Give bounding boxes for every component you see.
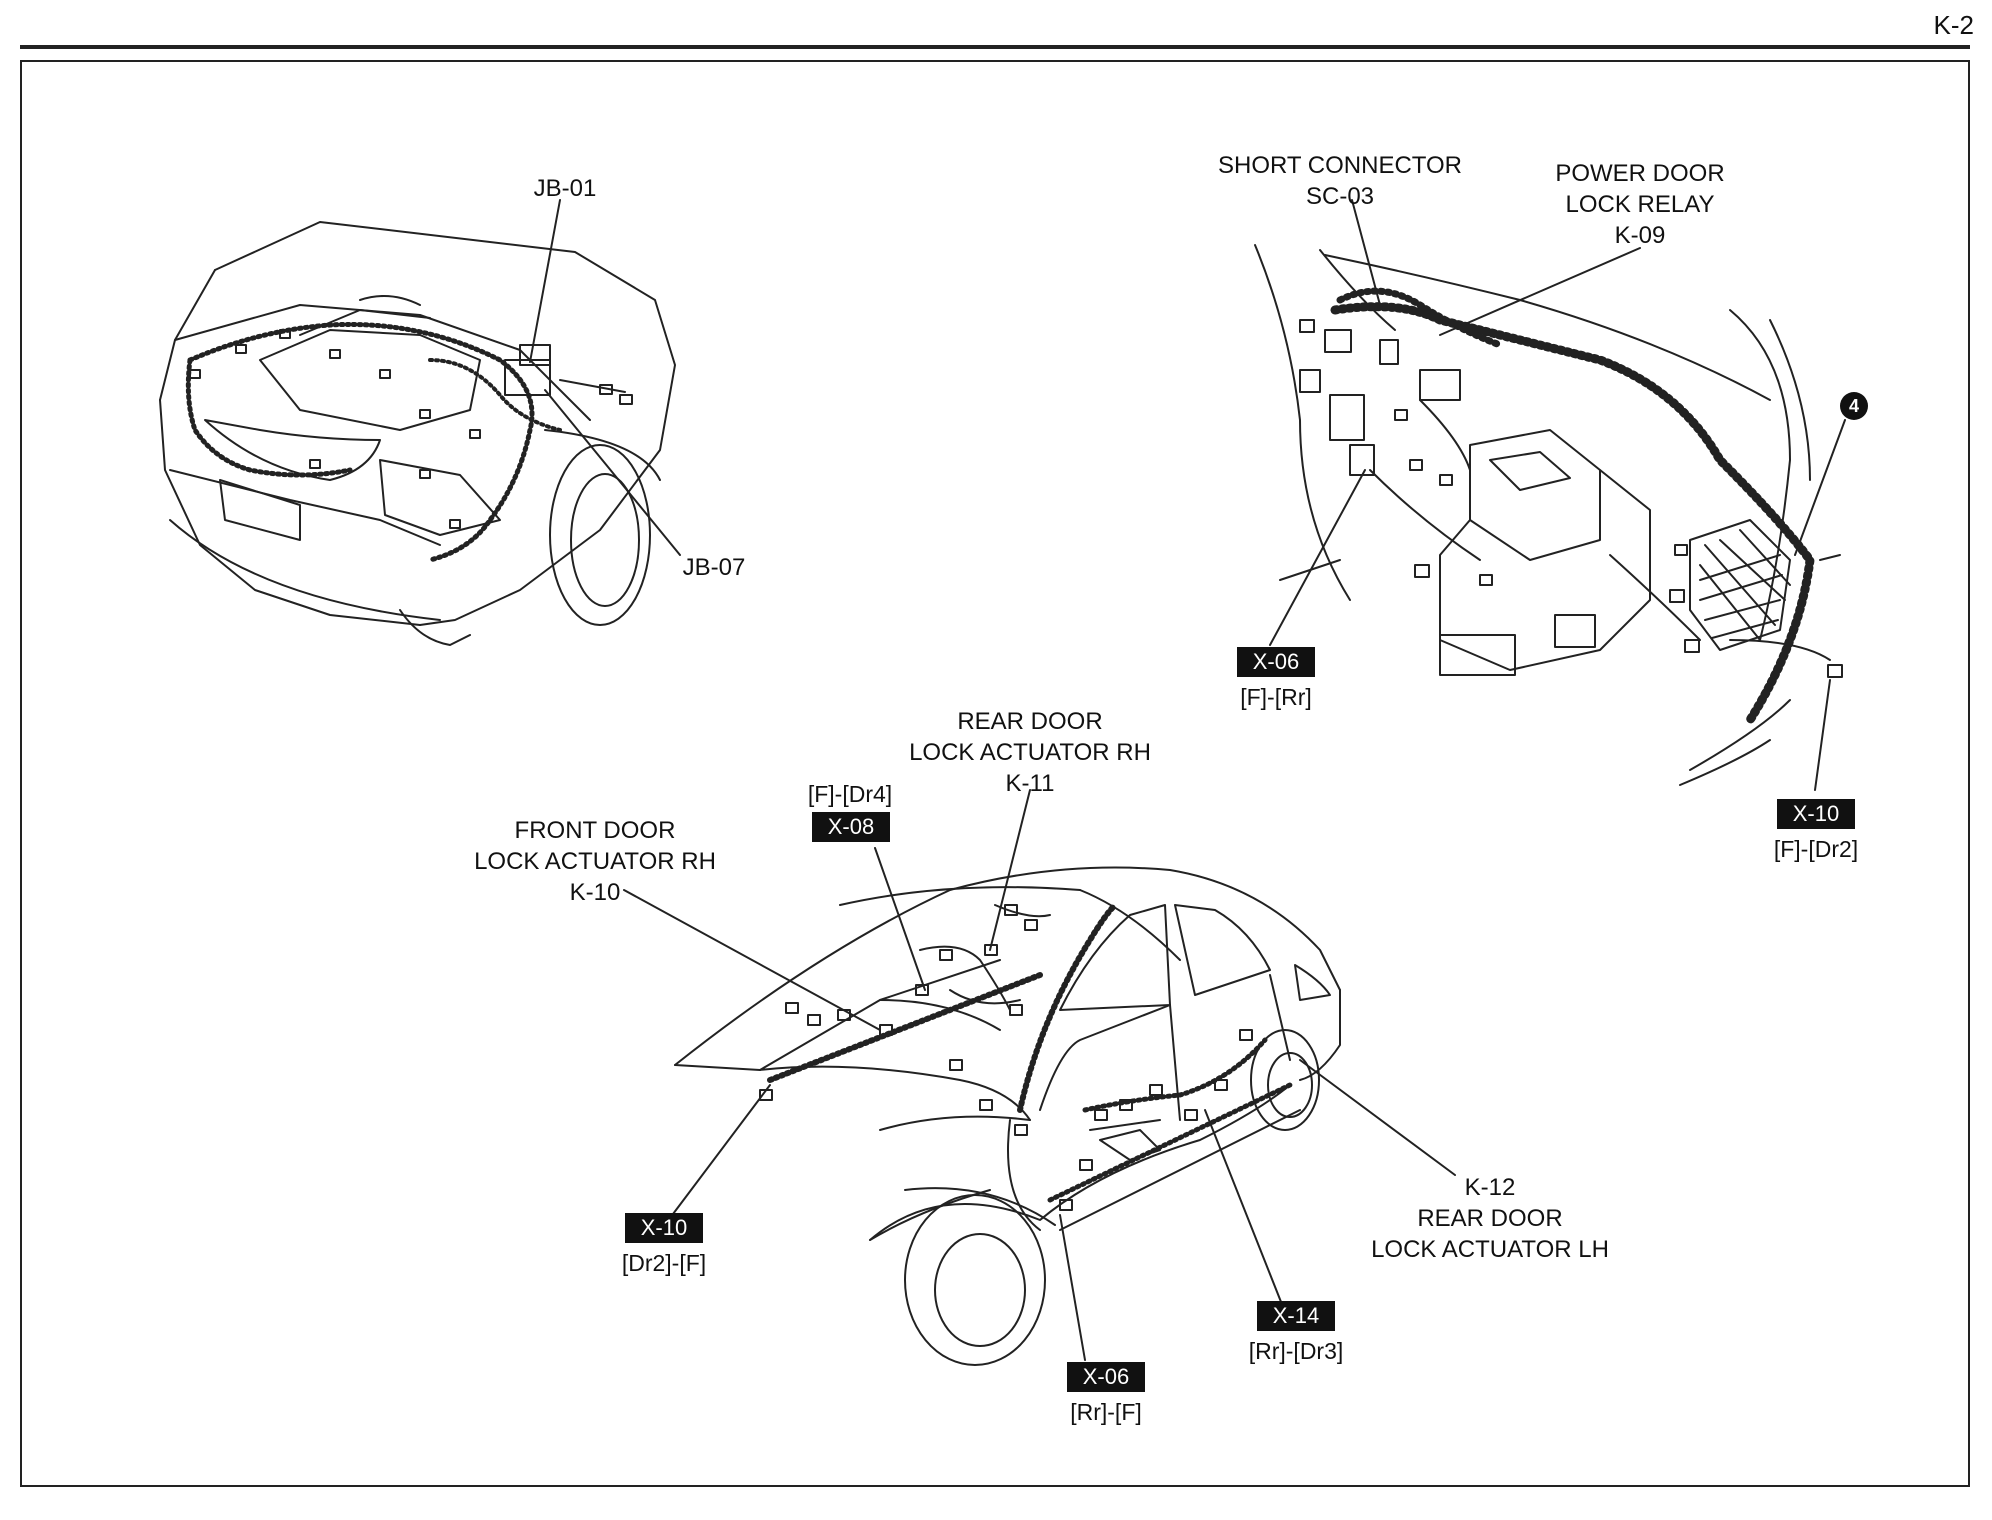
x06-top-pins: [F]-[Rr] bbox=[1240, 684, 1312, 710]
x10-left-pins: [Dr2]-[F] bbox=[621, 1250, 707, 1276]
rear-door-lh-line3: LOCK ACTUATOR LH bbox=[1371, 1236, 1609, 1263]
x10-left-tag: X-10 bbox=[625, 1213, 703, 1243]
relay-line3: K-09 bbox=[1614, 222, 1666, 249]
short-connector-label: SHORT CONNECTOR SC-03 bbox=[1205, 150, 1475, 212]
vehicle-illustration bbox=[623, 789, 1456, 1366]
rear-door-rh-label: REAR DOOR LOCK ACTUATOR RH K-11 bbox=[900, 706, 1160, 799]
front-door-rh-line3: K-10 bbox=[569, 879, 621, 906]
front-door-rh-label: FRONT DOOR LOCK ACTUATOR RH K-10 bbox=[460, 815, 730, 908]
x06-bottom-pins: [Rr]-[F] bbox=[1070, 1399, 1142, 1425]
front-door-rh-line1: FRONT DOOR bbox=[514, 817, 676, 844]
diagram-frame bbox=[20, 60, 1970, 1487]
power-door-lock-relay-label: POWER DOOR LOCK RELAY K-09 bbox=[1540, 158, 1740, 251]
x14-tag: X-14 bbox=[1257, 1301, 1335, 1331]
jb-01-label: JB-01 bbox=[533, 175, 597, 202]
dashboard-illustration bbox=[1254, 199, 1846, 791]
engine-bay-illustration bbox=[159, 199, 681, 646]
callout-badge: 4 bbox=[1840, 392, 1868, 420]
rear-door-lh-label: K-12 REAR DOOR LOCK ACTUATOR LH bbox=[1360, 1172, 1620, 1265]
front-door-rh-line2: LOCK ACTUATOR RH bbox=[474, 848, 716, 875]
rear-door-lh-line1: K-12 bbox=[1464, 1174, 1516, 1201]
page-number: K-2 bbox=[1933, 10, 1974, 40]
rear-door-rh-line2: LOCK ACTUATOR RH bbox=[909, 739, 1151, 766]
x10-right-pins: [F]-[Dr2] bbox=[1773, 836, 1859, 862]
x08-pins: [F]-[Dr4] bbox=[807, 781, 893, 807]
short-connector-line2: SC-03 bbox=[1305, 183, 1375, 210]
rear-door-rh-line3: K-11 bbox=[1005, 770, 1055, 797]
x14-pins: [Rr]-[Dr3] bbox=[1248, 1338, 1344, 1364]
relay-line2: LOCK RELAY bbox=[1565, 191, 1715, 218]
jb-07-label: JB-07 bbox=[682, 554, 746, 581]
relay-line1: POWER DOOR bbox=[1555, 160, 1725, 187]
x06-top-tag: X-06 bbox=[1237, 647, 1315, 677]
x10-right-tag: X-10 bbox=[1777, 799, 1855, 829]
header-rule bbox=[20, 45, 1970, 49]
short-connector-line1: SHORT CONNECTOR bbox=[1217, 152, 1463, 179]
rear-door-lh-line2: REAR DOOR bbox=[1417, 1205, 1563, 1232]
x08-tag: X-08 bbox=[812, 812, 890, 842]
x06-bottom-tag: X-06 bbox=[1067, 1362, 1145, 1392]
rear-door-rh-line1: REAR DOOR bbox=[957, 708, 1103, 735]
